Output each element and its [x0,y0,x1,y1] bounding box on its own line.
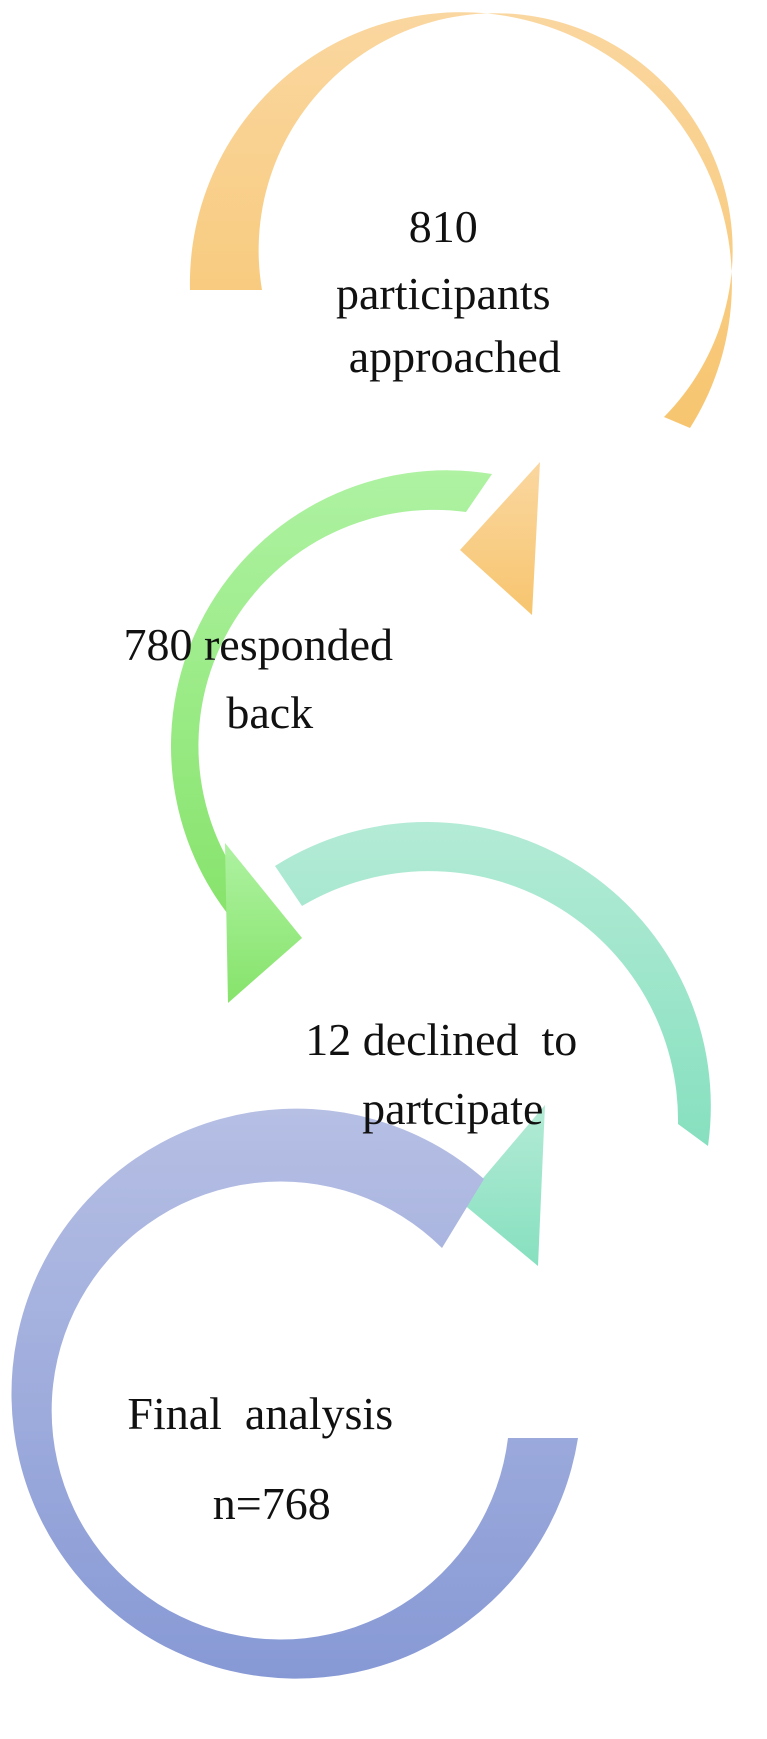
step-1-line-3: approached [349,331,561,382]
step-4-line-1: Final analysis [127,1388,393,1439]
step-3-arrowhead [462,1105,545,1266]
step-2-arc [170,470,493,930]
step-4-label: Final analysis n=768 [127,1388,393,1529]
step-2-arrowhead [225,843,302,1003]
step-1-line-1: 810 [409,201,478,252]
step-4-line-2: n=768 [213,1478,331,1529]
step-3-label: 12 declined to partcipate [305,1014,577,1134]
step-3-line-2: partcipate [362,1083,543,1134]
step-2-label: 780 responded back [0,0,451,738]
step-1-line-2: participants [336,268,551,319]
step-1-arrow [189,12,733,615]
step-2-arrow [170,470,493,1003]
step-2-line-2: back [226,687,313,738]
step-1-arrowhead [460,462,540,615]
step-3-arc [275,822,711,1146]
step-2-line-1: 780 responded [123,619,393,670]
step-3-line-1: 12 declined to [305,1014,577,1065]
step-3-arrow [275,822,711,1266]
step-1-label: 810 participants approached [0,0,608,382]
